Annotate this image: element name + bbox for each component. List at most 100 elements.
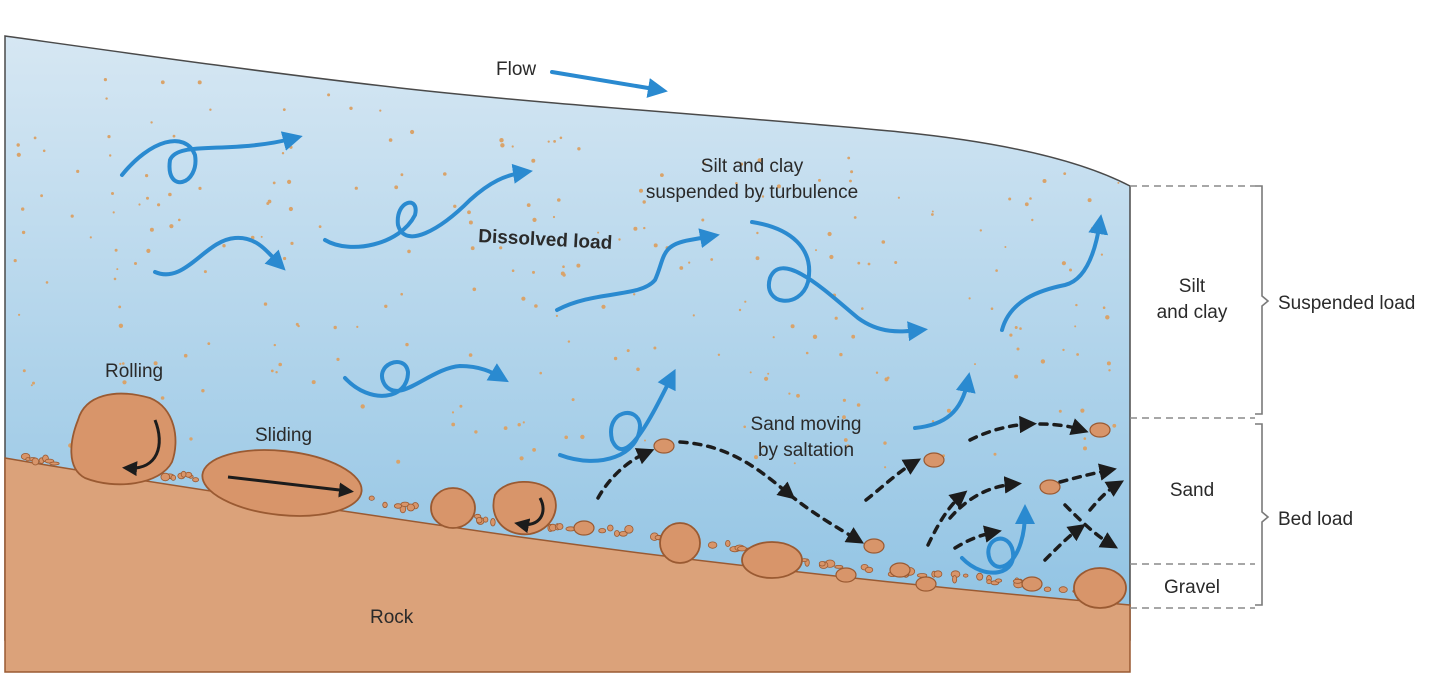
suspended-speck: [776, 184, 781, 189]
suspended-speck: [160, 80, 165, 85]
suspended-speck: [1075, 303, 1078, 307]
suspended-speck: [553, 140, 556, 143]
suspended-speck: [884, 466, 887, 469]
suspended-speck: [788, 392, 791, 395]
saltation-arrow-7: [1038, 418, 1089, 435]
saltating-grain: [889, 562, 911, 578]
load-brackets: [1255, 185, 1270, 606]
suspended-speck: [754, 455, 758, 460]
saltation-arrow-3: [788, 493, 865, 544]
saltation-arrow-9: [1058, 463, 1117, 484]
suspended-speck: [278, 362, 283, 367]
suspended-speck: [875, 371, 879, 374]
suspended-speck: [993, 452, 997, 456]
suspended-speck: [1063, 172, 1067, 176]
saltation-label-line1: Sand moving: [751, 414, 862, 435]
suspended-speck: [1090, 227, 1094, 230]
suspended-speck: [834, 316, 838, 320]
suspended-speck: [1083, 437, 1087, 440]
suspended-speck: [282, 108, 286, 111]
suspended-speck: [336, 357, 340, 361]
suspended-speck: [829, 254, 834, 260]
suspended-speck: [636, 367, 640, 372]
suspended-speck: [1062, 348, 1065, 352]
suspended-speck: [451, 422, 456, 427]
suspended-speck: [388, 138, 393, 142]
bed-grain: [614, 530, 620, 537]
suspended-speck: [499, 246, 503, 250]
suspended-speck: [474, 430, 478, 434]
bed-grain: [31, 457, 40, 466]
suspended-speck: [757, 158, 762, 163]
turbulence-arrow-8: [1000, 214, 1109, 332]
bed-grain: [1012, 578, 1023, 584]
suspended-speck: [327, 93, 331, 97]
flow-arrow: [550, 70, 668, 98]
suspended-speck: [32, 381, 35, 385]
suspended-speck: [519, 456, 524, 461]
suspended-speck: [189, 437, 193, 441]
suspended-speck: [744, 300, 747, 303]
suspended-speck: [134, 262, 137, 265]
suspended-speck: [197, 80, 202, 85]
turbulence-arrows: [120, 70, 1109, 575]
suspended-speck: [311, 380, 316, 385]
suspended-speck: [1069, 268, 1072, 272]
saltation-arrow-2: [678, 440, 796, 500]
suspended-speck: [995, 269, 998, 272]
suspended-speck: [534, 304, 538, 308]
suspended-speck: [772, 336, 775, 339]
suspended-speck: [1108, 369, 1111, 372]
legend-bed-load: Bed load: [1278, 509, 1353, 530]
suspended-speck: [356, 325, 359, 328]
suspended-speck: [76, 169, 80, 173]
suspended-label-line2: suspended by turbulence: [646, 182, 858, 203]
suspended-speck: [767, 372, 770, 375]
suspended-speck: [756, 231, 759, 235]
suspended-speck: [562, 273, 566, 277]
boulder-gravel: [1073, 567, 1127, 609]
turbulence-arrow-3: [323, 163, 533, 249]
bed-grain: [406, 503, 415, 512]
suspended-speck: [1029, 197, 1032, 200]
suspended-speck: [735, 182, 738, 185]
turbulence-arrow-6: [750, 220, 928, 342]
suspended-speck: [857, 261, 861, 265]
suspended-speck: [867, 262, 871, 266]
suspended-speck: [1019, 327, 1022, 330]
bed-grain: [476, 517, 483, 524]
suspended-speck: [16, 143, 20, 147]
suspended-speck: [198, 186, 202, 190]
suspended-speck: [119, 362, 122, 366]
suspended-speck: [1016, 347, 1020, 351]
suspended-speck: [18, 313, 21, 316]
suspended-speck: [580, 434, 585, 440]
suspended-speck: [511, 145, 514, 148]
suspended-speck: [1100, 253, 1103, 256]
suspended-speck: [1031, 218, 1034, 222]
saltation-arrow-12: [1043, 523, 1086, 562]
bed-grain: [976, 572, 984, 581]
saltation-arrow-4: [864, 458, 922, 502]
suspended-speck: [1040, 359, 1046, 364]
suspended-speck: [761, 195, 765, 198]
suspended-speck: [384, 304, 388, 308]
suspended-speck: [1008, 197, 1012, 201]
suspended-speck: [626, 349, 630, 353]
suspended-speck: [459, 404, 463, 408]
bed-grain: [963, 573, 969, 578]
suspended-speck: [1087, 198, 1092, 203]
suspended-speck: [1076, 353, 1079, 356]
suspended-speck: [531, 158, 536, 163]
suspended-speck: [850, 170, 854, 174]
suspended-speck: [287, 179, 292, 184]
suspended-speck: [333, 325, 337, 330]
suspended-speck: [499, 138, 504, 143]
bed-grain: [49, 461, 60, 466]
suspended-speck: [273, 343, 276, 347]
suspended-speck: [931, 213, 934, 216]
sliding-label: Sliding: [255, 425, 312, 446]
suspended-speck: [1009, 333, 1013, 337]
legend-gravel: Gravel: [1164, 577, 1220, 598]
